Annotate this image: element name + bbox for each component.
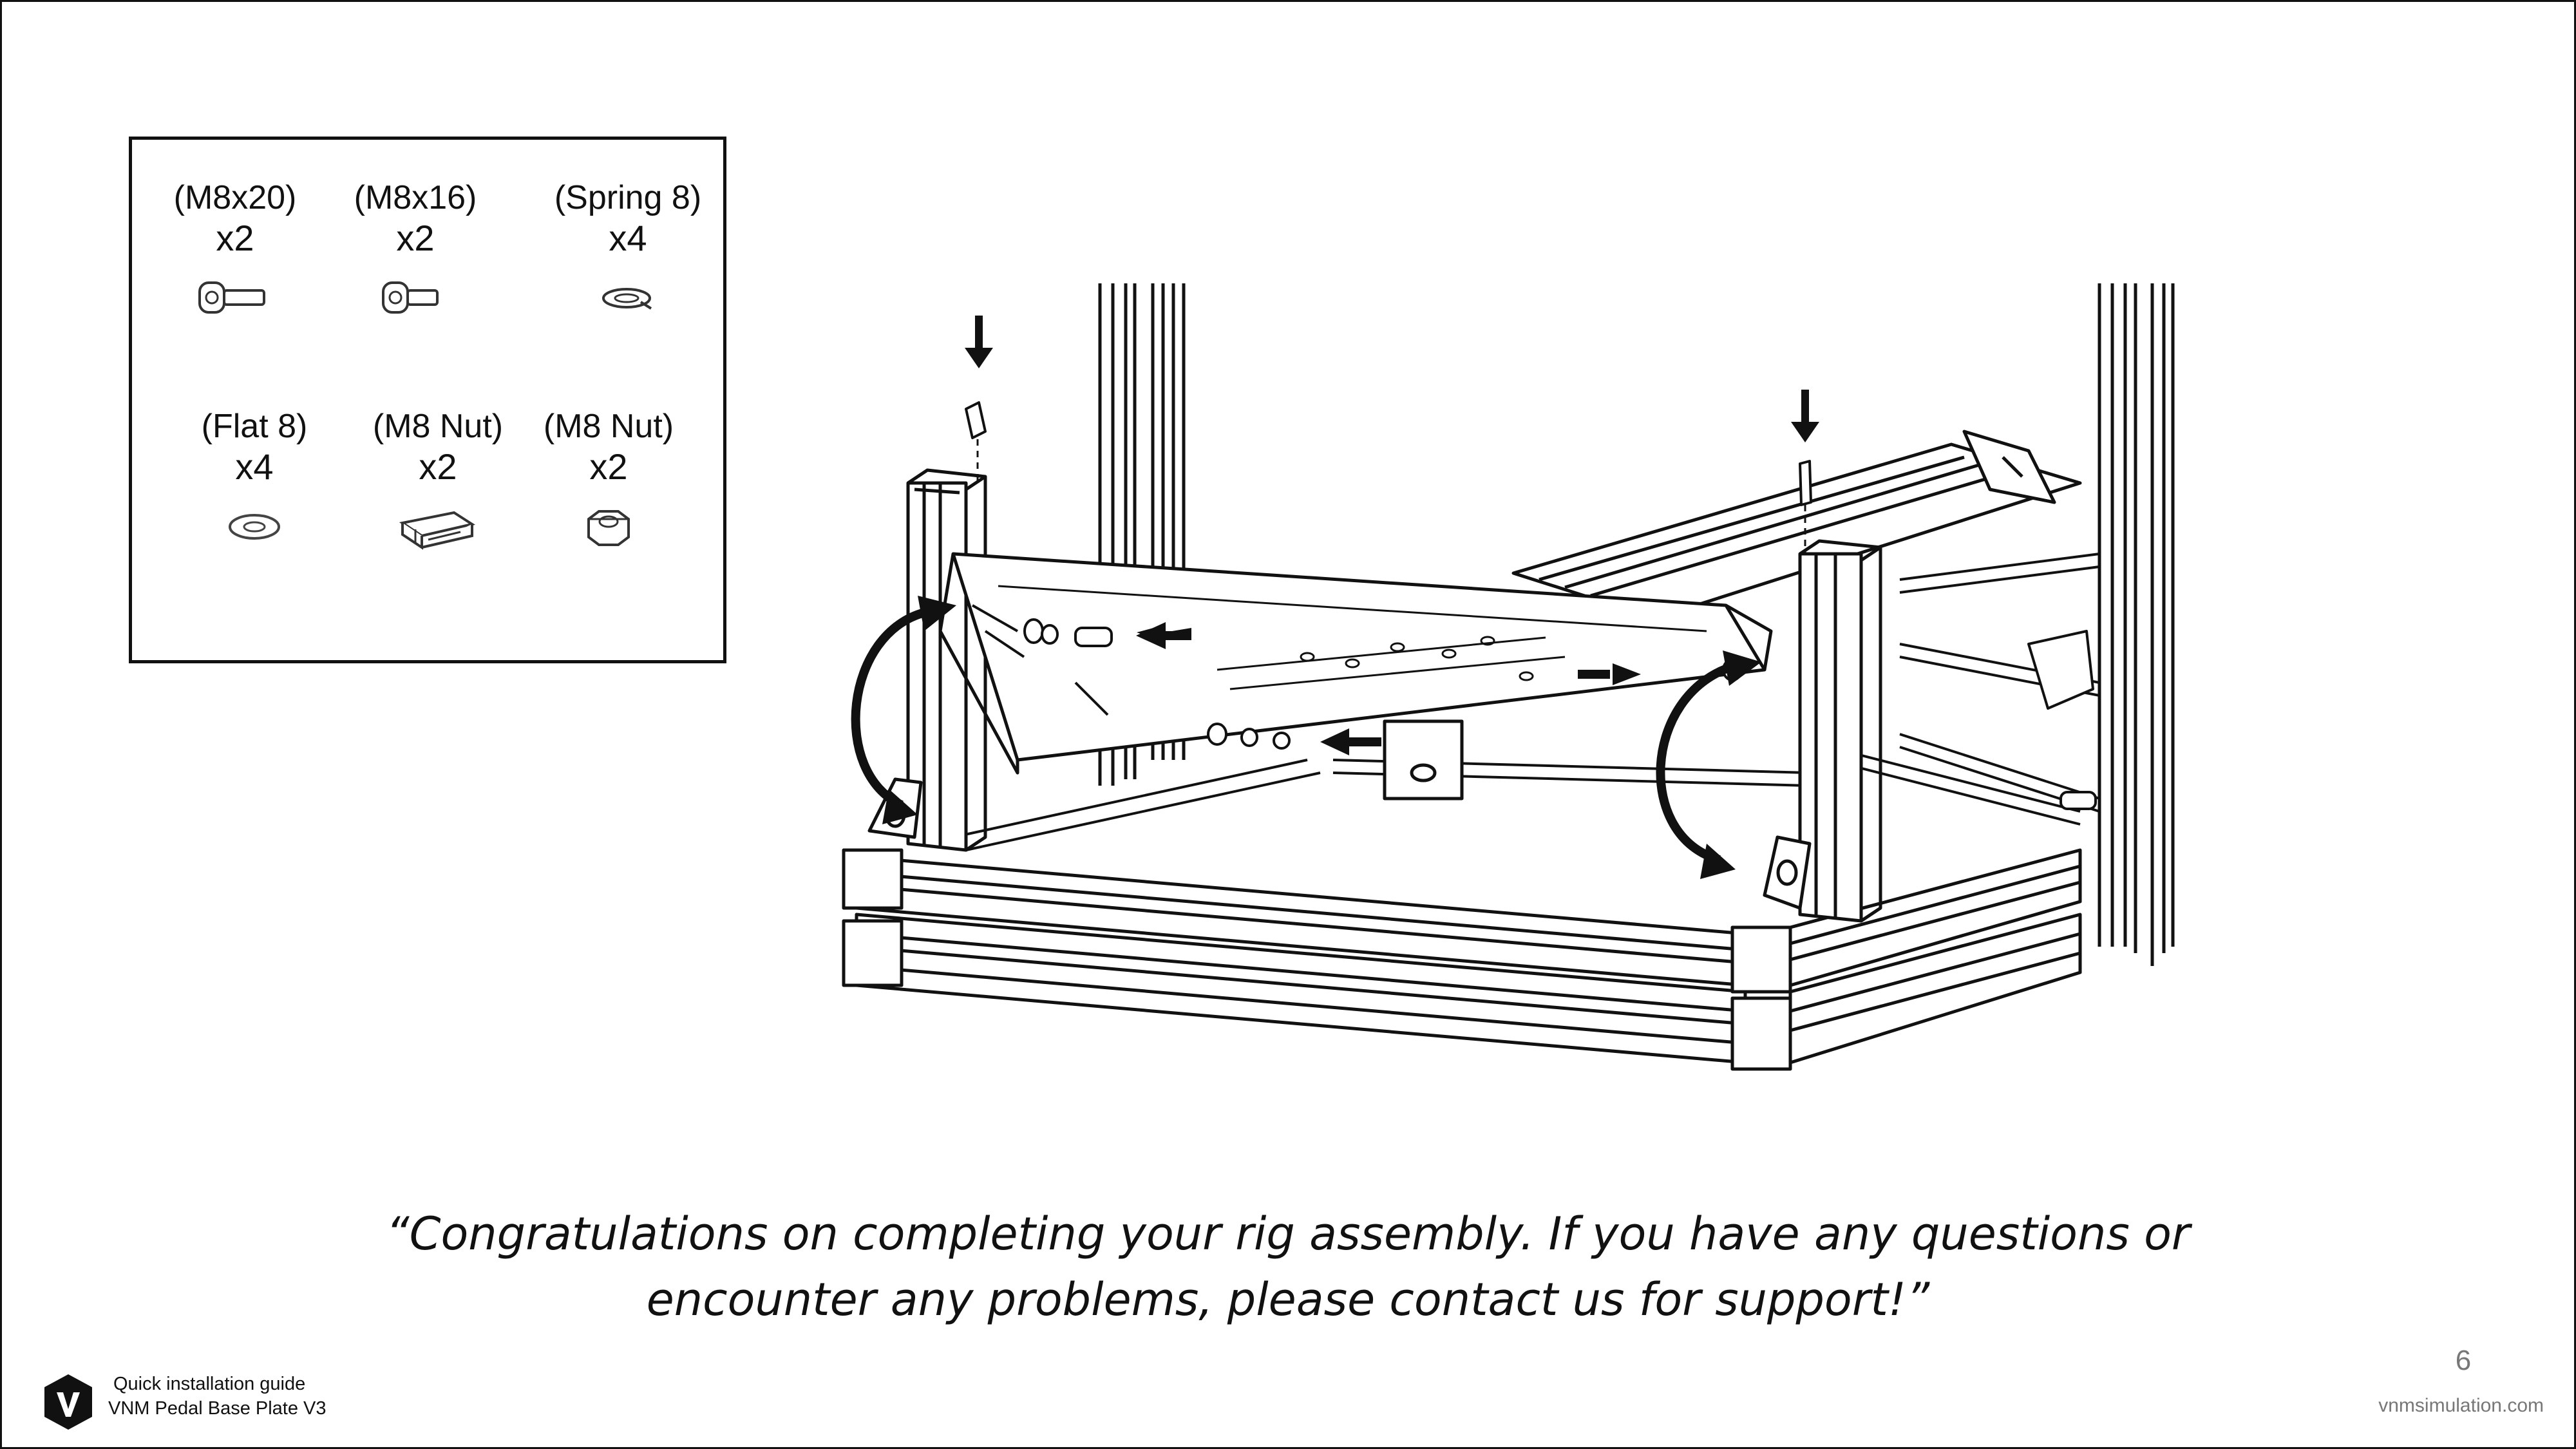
- vnm-logo-icon: [44, 1374, 92, 1430]
- part-m8-t-nut: (M8 Nut) x2: [354, 407, 522, 555]
- base-right-rail: [1788, 848, 2082, 1065]
- website-link[interactable]: vnmsimulation.com: [2378, 1395, 2544, 1416]
- part-m8-hex-nut: (M8 Nut) x2: [525, 407, 692, 550]
- part-qty: x2: [589, 446, 628, 487]
- base-inner-rails: [952, 746, 2081, 851]
- product-name: VNM Pedal Base Plate V3: [108, 1398, 327, 1419]
- pedal-base-plate: [938, 552, 1773, 775]
- part-name: (Flat 8): [201, 408, 308, 445]
- part-name: (M8x16): [354, 179, 477, 216]
- rear-right-upright: [2098, 283, 2175, 966]
- front-right-upright: [1798, 539, 1882, 923]
- spring-washer-icon: [602, 288, 652, 310]
- flat-washer-icon: [229, 514, 280, 540]
- rotation-arrows: [851, 607, 1734, 864]
- part-qty: x4: [609, 218, 647, 258]
- page-number: 6: [2455, 1345, 2472, 1376]
- quote-line-2: encounter any problems, please contact u…: [646, 1273, 1930, 1326]
- part-qty: x2: [396, 218, 435, 258]
- rear-left-upright: [1098, 283, 1186, 786]
- part-qty: x2: [419, 446, 457, 487]
- t-nut-icon: [399, 511, 476, 550]
- part-m8x16: (M8x16) x2: [332, 178, 499, 320]
- assembly-illustration: [842, 283, 2175, 1071]
- part-name: (M8x20): [173, 179, 297, 216]
- direction-arrows: [965, 316, 1819, 755]
- part-name: (M8 Nut): [372, 408, 504, 445]
- hex-nut-icon: [587, 510, 630, 546]
- part-flat-8: (Flat 8) x4: [171, 407, 338, 546]
- part-qty: x4: [235, 446, 274, 487]
- part-spring-8: (Spring 8) x4: [544, 178, 712, 317]
- parts-list-box: (M8x20) x2 (M8x16) x2 (Spring 8) x4 (Fla…: [129, 137, 726, 663]
- part-m8x20: (M8x20) x2: [151, 178, 319, 320]
- part-qty: x2: [216, 218, 254, 258]
- guide-lines: [976, 439, 1806, 554]
- quote-line-1: “Congratulations on completing your rig …: [386, 1208, 2190, 1260]
- front-left-upright: [906, 468, 987, 852]
- base-front-rail: [842, 848, 1792, 1071]
- congratulations-message: “Congratulations on completing your rig …: [322, 1201, 2254, 1332]
- bolt-icon: [382, 281, 439, 314]
- bolt-icon: [198, 281, 265, 314]
- part-name: (Spring 8): [554, 179, 702, 216]
- upper-cross-beam: [1511, 430, 2082, 620]
- part-name: (M8 Nut): [543, 408, 674, 445]
- footer-guide-title: Quick installation guide VNM Pedal Base …: [108, 1372, 327, 1421]
- guide-label: Quick installation guide: [113, 1374, 306, 1394]
